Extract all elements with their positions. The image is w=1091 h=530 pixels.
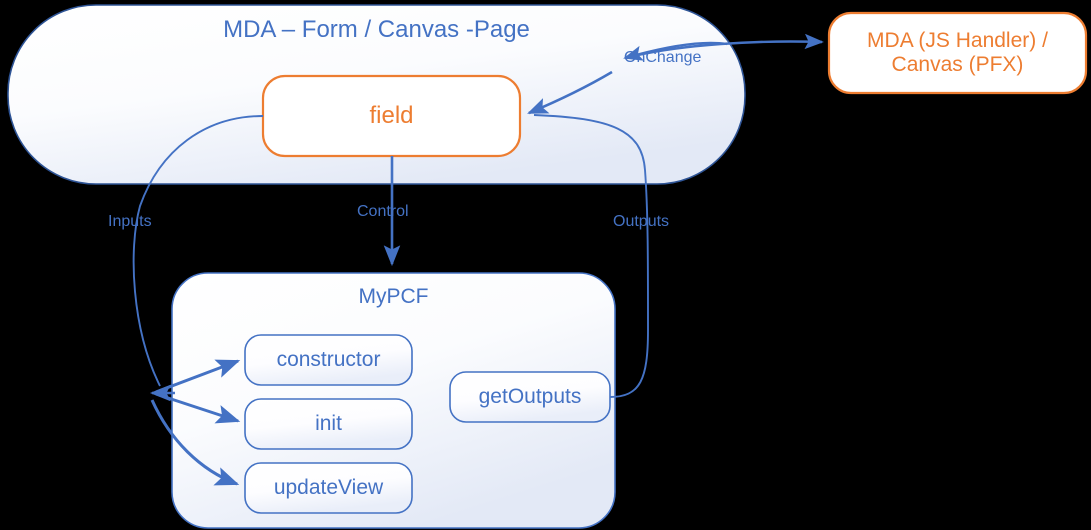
edge-inputs [132,115,264,387]
edge-on-change-return [527,70,613,115]
edge-inputs-to-constructor [155,359,241,394]
edge-inputs-to-update-view [150,399,240,486]
edge-label-control: Control [357,203,409,220]
update-view-box[interactable] [244,462,413,514]
edge-label-on-change: OnChange [624,49,702,66]
edge-label-outputs: Outputs [613,213,670,230]
edge-label-inputs: Inputs [108,213,152,230]
edge-outputs [533,114,649,398]
edge-inputs-to-init [155,392,241,424]
mda-js-handler-box[interactable] [827,11,1088,95]
constructor-box[interactable] [244,334,413,386]
edge-on-change-to-handler [624,33,824,60]
init-box[interactable] [244,398,413,450]
